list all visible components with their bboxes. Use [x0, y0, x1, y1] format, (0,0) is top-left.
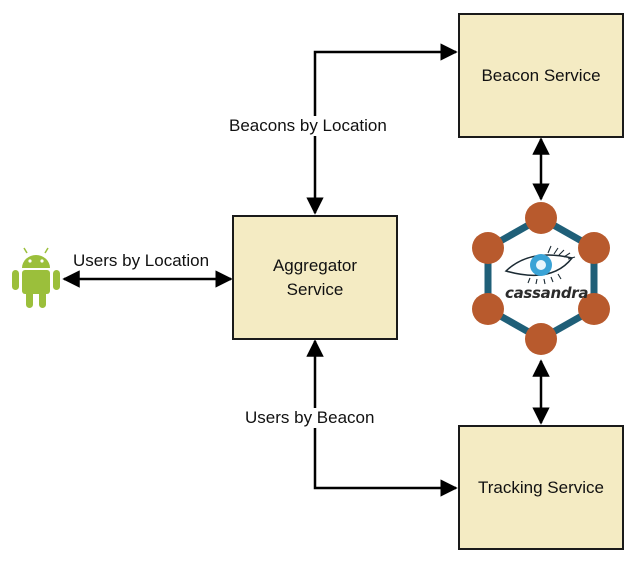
tracking-service-box: Tracking Service [458, 425, 624, 550]
aggregator-service-box: Aggregator Service [232, 215, 398, 340]
cassandra-ring [484, 214, 598, 343]
edge-beacons-by-location [306, 43, 458, 215]
ring-node [472, 293, 504, 325]
ring-node [525, 202, 557, 234]
edge-label-beacons-by-location: Beacons by Location [228, 116, 388, 136]
android-icon [12, 247, 60, 308]
ring-node [472, 232, 504, 264]
edge-users-by-beacon [306, 339, 458, 497]
cassandra-eye-icon [504, 245, 576, 285]
ring-node [525, 323, 557, 355]
edge-label-users-by-beacon: Users by Beacon [244, 408, 376, 428]
tracking-service-label: Tracking Service [478, 477, 604, 497]
ring-node [578, 293, 610, 325]
cassandra-wordmark: cassandra [505, 284, 589, 302]
edge-label-users-by-location: Users by Location [73, 251, 210, 270]
aggregator-service-label-line2: Service [286, 279, 344, 299]
beacon-service-box: Beacon Service [458, 13, 624, 138]
aggregator-service-label-line1: Aggregator [272, 255, 358, 275]
beacon-service-label: Beacon Service [481, 65, 601, 85]
ring-node [578, 232, 610, 264]
cassandra-logo [472, 202, 610, 355]
